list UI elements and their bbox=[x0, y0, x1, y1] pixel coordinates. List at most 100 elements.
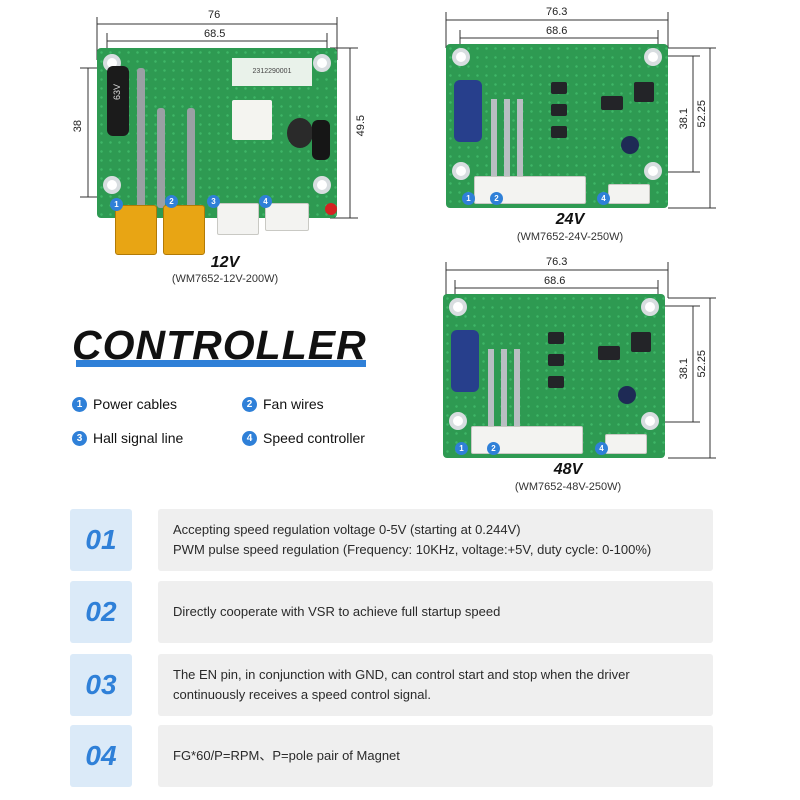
voltage-label-24v: 24V bbox=[555, 211, 585, 228]
capacitor bbox=[451, 330, 479, 392]
mount-hole bbox=[641, 298, 659, 316]
capacitor-small bbox=[618, 386, 636, 404]
led-indicator bbox=[325, 203, 337, 215]
pcb-12v: 2312290001 63V bbox=[97, 48, 337, 235]
mount-hole bbox=[103, 176, 121, 194]
badge-2: 2 bbox=[165, 195, 178, 208]
mcu-chip bbox=[631, 332, 651, 352]
mosfet bbox=[551, 82, 567, 94]
trace-bar bbox=[504, 99, 510, 179]
badge-4: 4 bbox=[259, 195, 272, 208]
legend-item-power-cables: 1 Power cables bbox=[72, 396, 177, 412]
legend-number: 2 bbox=[242, 396, 257, 412]
legend-item-fan-wires: 2 Fan wires bbox=[242, 396, 324, 412]
dim-inner-width-12v: 68.5 bbox=[204, 28, 226, 40]
badge-2: 2 bbox=[490, 192, 503, 205]
trace-bar bbox=[517, 99, 523, 179]
badge-4: 4 bbox=[597, 192, 610, 205]
feature-description-04: FG*60/P=RPM、P=pole pair of Magnet bbox=[158, 725, 713, 787]
feature-line: FG*60/P=RPM、P=pole pair of Magnet bbox=[173, 748, 400, 763]
model-label-24v: (WM7652-24V-250W) bbox=[516, 231, 624, 243]
feature-description-03: The EN pin, in conjunction with GND, can… bbox=[158, 654, 713, 716]
model-label-12v: (WM7652-12V-200W) bbox=[171, 273, 279, 285]
mount-hole bbox=[452, 48, 470, 66]
feature-line: continuously receives a speed control si… bbox=[173, 687, 431, 702]
mount-hole bbox=[641, 412, 659, 430]
mount-hole bbox=[644, 162, 662, 180]
badge-1: 1 bbox=[462, 192, 475, 205]
hall-connector bbox=[217, 203, 259, 235]
feature-number-01: 01 bbox=[70, 509, 132, 571]
dim-inner-width-24v: 68.6 bbox=[546, 25, 568, 37]
dim-outer-height-48v: 52.25 bbox=[696, 350, 708, 378]
page-title: CONTROLLER bbox=[72, 322, 367, 368]
legend-item-speed-controller: 4 Speed controller bbox=[242, 430, 365, 446]
mosfet bbox=[551, 104, 567, 116]
wire-power bbox=[187, 108, 195, 208]
badge-1: 1 bbox=[455, 442, 468, 455]
pcb-48v bbox=[443, 294, 665, 458]
badge-1: 1 bbox=[110, 198, 123, 211]
mosfet bbox=[548, 332, 564, 344]
badge-3: 3 bbox=[207, 195, 220, 208]
feature-line: Directly cooperate with VSR to achieve f… bbox=[173, 604, 501, 619]
voltage-label-12v: 12V bbox=[210, 254, 240, 271]
capacitor: 63V bbox=[107, 66, 129, 136]
speed-connector bbox=[605, 434, 647, 454]
legend-item-hall-signal: 3 Hall signal line bbox=[72, 430, 183, 446]
legend-label: Hall signal line bbox=[93, 430, 184, 446]
xt-connector-power bbox=[115, 205, 157, 255]
driver-ic bbox=[601, 96, 623, 110]
pcb-24v bbox=[446, 44, 668, 208]
badge-4: 4 bbox=[595, 442, 608, 455]
feature-line: PWM pulse speed regulation (Frequency: 1… bbox=[173, 542, 652, 557]
silk-code-label: 2312290001 bbox=[232, 58, 312, 86]
mcu-chip bbox=[634, 82, 654, 102]
mount-hole bbox=[449, 412, 467, 430]
feature-description-01: Accepting speed regulation voltage 0-5V … bbox=[158, 509, 713, 571]
feature-description-02: Directly cooperate with VSR to achieve f… bbox=[158, 581, 713, 643]
trace-bar bbox=[514, 349, 520, 429]
legend-number: 4 bbox=[242, 430, 257, 446]
feature-line: Accepting speed regulation voltage 0-5V … bbox=[173, 522, 521, 537]
legend-number: 1 bbox=[72, 396, 87, 412]
xt-connector-fan bbox=[163, 205, 205, 255]
mount-hole bbox=[452, 162, 470, 180]
feature-line: The EN pin, in conjunction with GND, can… bbox=[173, 667, 630, 682]
dim-outer-width-12v: 76 bbox=[208, 9, 221, 21]
wire-power bbox=[137, 68, 145, 208]
wire-power bbox=[157, 108, 165, 208]
mount-hole bbox=[313, 176, 331, 194]
dim-outer-width-24v: 76.3 bbox=[546, 6, 568, 18]
mosfet bbox=[548, 354, 564, 366]
legend-label: Speed controller bbox=[263, 430, 365, 446]
dim-outer-width-48v: 76.3 bbox=[546, 256, 568, 268]
trace-bar bbox=[491, 99, 497, 179]
mosfet bbox=[551, 126, 567, 138]
dim-inner-width-48v: 68.6 bbox=[544, 275, 566, 287]
feature-number-02: 02 bbox=[70, 581, 132, 643]
capacitor-small bbox=[312, 120, 330, 160]
mosfet bbox=[548, 376, 564, 388]
mount-hole bbox=[313, 54, 331, 72]
sticker bbox=[232, 100, 272, 140]
legend-label: Power cables bbox=[93, 396, 178, 412]
model-label-48v: (WM7652-48V-250W) bbox=[514, 481, 622, 493]
title-underline bbox=[76, 360, 366, 367]
mount-hole bbox=[644, 48, 662, 66]
badge-2: 2 bbox=[487, 442, 500, 455]
feature-number-04: 04 bbox=[70, 725, 132, 787]
capacitor-small bbox=[621, 136, 639, 154]
legend-label: Fan wires bbox=[263, 396, 324, 412]
inductor bbox=[287, 118, 313, 148]
capacitor bbox=[454, 80, 482, 142]
dim-inner-height-48v: 38.1 bbox=[678, 358, 690, 380]
feature-number-03: 03 bbox=[70, 654, 132, 716]
driver-ic bbox=[598, 346, 620, 360]
trace-bar bbox=[488, 349, 494, 429]
mount-hole bbox=[449, 298, 467, 316]
trace-bar bbox=[501, 349, 507, 429]
